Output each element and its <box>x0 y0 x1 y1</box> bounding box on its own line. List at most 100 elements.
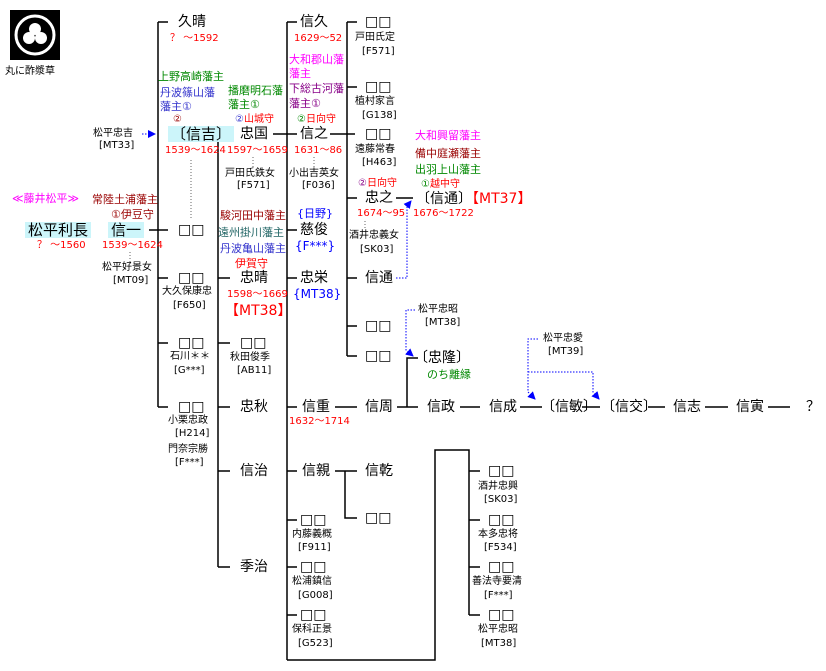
person-d14[interactable]: □□ <box>365 510 392 526</box>
code: [F036] <box>302 180 335 191</box>
person-d3[interactable]: □□ <box>178 335 205 351</box>
years: 1631～86 <box>294 145 343 156</box>
person-d11[interactable]: □□ <box>365 126 392 142</box>
spouse: 石川＊＊ <box>170 351 210 362</box>
person-d15[interactable]: □□ <box>488 463 515 479</box>
person-nobutaka[interactable]: 〔信交〕 <box>601 399 657 415</box>
wife: 酒井忠義女 <box>349 230 399 241</box>
person-tadakuni[interactable]: 忠国 <box>240 126 268 142</box>
wife: 戸田氏鉄女 <box>225 168 275 179</box>
person-d13[interactable]: □□ <box>365 348 392 364</box>
spouse: 遠藤常春 <box>355 144 395 155</box>
spouse: 門奈宗勝 <box>168 444 208 455</box>
person-d4[interactable]: □□ <box>178 399 205 415</box>
domain: 上野高崎藩主 <box>158 70 224 83</box>
note: {日野} <box>297 207 333 220</box>
person-toshinaga[interactable]: 松平利長 <box>25 222 92 238</box>
person-d7[interactable]: □□ <box>300 559 327 575</box>
code: [F***] <box>175 457 204 468</box>
spouse: 戸田氏定 <box>355 32 395 43</box>
code: [G523] <box>298 638 333 649</box>
years: ？ ～1592 <box>170 33 219 44</box>
family-branch-label: ≪藤井松平≫ <box>12 192 80 205</box>
title: 日向守 <box>366 178 397 189</box>
person-d6[interactable]: □□ <box>300 512 327 528</box>
code: 【MT37】 <box>472 191 532 207</box>
person-nobushige[interactable]: 信重 <box>302 399 330 415</box>
code: [F534] <box>484 542 517 553</box>
domain: 駿河田中藩主 <box>220 209 286 222</box>
spouse: 松平忠昭 <box>478 624 518 635</box>
crest-label: 丸に酢漿草 <box>5 66 55 77</box>
years: 1632～1714 <box>289 416 350 427</box>
spouse: 本多忠将 <box>478 529 518 540</box>
domain: 出羽上山藩主 <box>415 163 481 176</box>
person-hisaharu[interactable]: 久晴 <box>178 14 206 30</box>
person-tadaharu[interactable]: 忠晴 <box>240 270 268 286</box>
unknown-successor: ？ <box>806 399 820 415</box>
years: ？ ～1560 <box>37 240 86 251</box>
code: 【MT38】 <box>225 303 292 319</box>
person-d2[interactable]: □□ <box>178 270 205 286</box>
code: [G008] <box>298 590 333 601</box>
person-nobutoshi[interactable]: 〔信敏〕 <box>541 399 597 415</box>
person-nobutora[interactable]: 信寅 <box>736 399 764 415</box>
spouse: 善法寺要清 <box>472 576 522 587</box>
person-d9[interactable]: □□ <box>365 14 392 30</box>
person-nobuchika[interactable]: 信親 <box>302 463 330 479</box>
person-d18[interactable]: □□ <box>488 607 515 623</box>
domain: 丹波篠山藩 <box>160 86 215 99</box>
person-nobuyuki-2[interactable]: 信志 <box>673 399 701 415</box>
person-d1[interactable]: □□ <box>178 222 205 238</box>
person-nobunari[interactable]: 信成 <box>489 399 517 415</box>
code: [F911] <box>298 542 331 553</box>
domain: 藩主① <box>228 98 260 111</box>
person-nobuchika-2[interactable]: 信周 <box>365 399 393 415</box>
years: 1676～1722 <box>413 208 474 219</box>
person-tadaaki[interactable]: 忠秋 <box>240 399 268 415</box>
person-nobukazu[interactable]: 信一 <box>108 222 145 238</box>
person-d5[interactable]: □□ <box>240 335 267 351</box>
person-sueharu[interactable]: 季治 <box>240 559 268 575</box>
person-d16[interactable]: □□ <box>488 512 515 528</box>
domain: 丹波亀山藩主 <box>220 242 286 255</box>
years: 1597～1659 <box>227 145 288 156</box>
order-num: ① <box>421 179 430 190</box>
person-nobuyoshi[interactable]: 〔信吉〕 <box>168 126 235 142</box>
person-nobuhisa[interactable]: 信久 <box>300 14 328 30</box>
code: [SK03] <box>360 244 394 255</box>
title: 日向守 <box>305 114 336 125</box>
code: [H463] <box>362 157 397 168</box>
person-nobuharu[interactable]: 信治 <box>240 463 268 479</box>
spouse: 松浦鎮信 <box>292 576 332 587</box>
domain: 播磨明石藩 <box>228 84 283 97</box>
person-tadataka[interactable]: 〔忠隆〕 <box>414 350 470 366</box>
wife: 小出吉英女 <box>289 168 339 179</box>
person-d10[interactable]: □□ <box>365 79 392 95</box>
person-d12[interactable]: □□ <box>365 318 392 334</box>
person-tadayuki[interactable]: 忠之 <box>365 190 393 206</box>
person-d17[interactable]: □□ <box>488 559 515 575</box>
person-nobumichi[interactable]: 〔信通〕 <box>416 191 472 207</box>
person-nobukane[interactable]: 信乾 <box>365 463 393 479</box>
code: {F***} <box>295 239 336 253</box>
order-num: ② <box>358 178 367 189</box>
domain: 大和興留藩主 <box>415 129 481 142</box>
person-nobumasa[interactable]: 信政 <box>427 399 455 415</box>
person-nobumichi-birth[interactable]: 信通 <box>365 270 393 286</box>
person-jishun[interactable]: 慈俊 <box>300 222 328 238</box>
person-d8[interactable]: □□ <box>300 607 327 623</box>
domain: 常陸土浦藩主 <box>92 193 158 206</box>
adopt-from: 松平忠吉 <box>93 128 133 139</box>
spouse: 秋田俊季 <box>230 352 270 363</box>
years: 1674～95 <box>357 208 406 219</box>
person-nobuyuki[interactable]: 信之 <box>300 126 328 142</box>
note: のち離縁 <box>427 368 471 381</box>
person-tadahide[interactable]: 忠栄 <box>300 270 328 286</box>
code: [AB11] <box>237 365 272 376</box>
title: ①伊豆守 <box>111 208 154 221</box>
domain: 下総古河藩 <box>289 82 344 95</box>
spouse: 小栗忠政 <box>168 415 208 426</box>
title: 伊賀守 <box>235 257 268 270</box>
